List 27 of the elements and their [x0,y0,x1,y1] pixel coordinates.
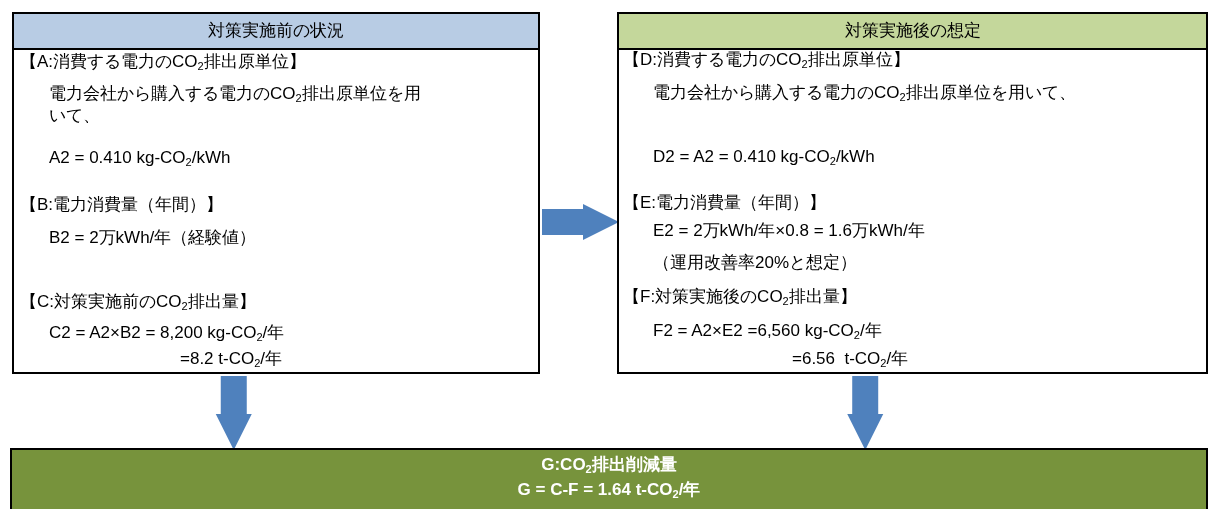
result-box [10,448,1208,509]
item-heading: 【B:電力消費量（年間）】 [20,194,224,216]
result-heading: G:CO$_{2}$排出削減量 [540,454,678,477]
formula-text: =8.2 t-CO$_{2}$/年 [180,348,283,370]
formula-text: B2 = 2万kWh/年（経験値） [49,227,257,249]
formula-text: 電力会社から購入する電力のCO$_{2}$排出原単位を用いて、 [653,82,1076,104]
formula-text: F2 = A2×E2 =6,560 kg-CO$_{2}$/年 [653,320,882,342]
formula-text: D2 = A2 = 0.410 kg-CO$_{2}$/kWh [653,146,875,168]
block-arrow [215,376,252,450]
formula-text: E2 = 2万kWh/年×0.8 = 1.6万kWh/年 [653,220,925,242]
item-heading: 【C:対策実施前のCO$_{2}$排出量】 [20,291,256,313]
formula-text: （運用改善率20%と想定） [653,252,858,274]
item-heading: 【F:対策実施後のCO$_{2}$排出量】 [623,286,857,308]
item-heading: 【D:消費する電力のCO$_{2}$排出原単位】 [623,49,910,71]
formula-text: =6.56 t-CO$_{2}$/年 [792,348,909,370]
section-box [12,12,540,374]
section-header: 対策実施後の想定 [619,14,1206,50]
item-heading: 【E:電力消費量（年間）】 [623,192,827,214]
section-box [617,12,1208,374]
section-header: 対策実施前の状況 [14,14,538,50]
block-arrow [847,376,884,450]
block-arrow [542,203,619,240]
result-formula: G = C-F = 1.64 t-CO$_{2}$/年 [516,479,702,502]
item-heading: 【A:消費する電力のCO$_{2}$排出原単位】 [20,51,306,73]
formula-text: C2 = A2×B2 = 8,200 kg-CO$_{2}$/年 [49,322,285,344]
formula-text: 電力会社から購入する電力のCO$_{2}$排出原単位を用いて、 [49,83,422,127]
formula-text: A2 = 0.410 kg-CO$_{2}$/kWh [49,147,231,169]
